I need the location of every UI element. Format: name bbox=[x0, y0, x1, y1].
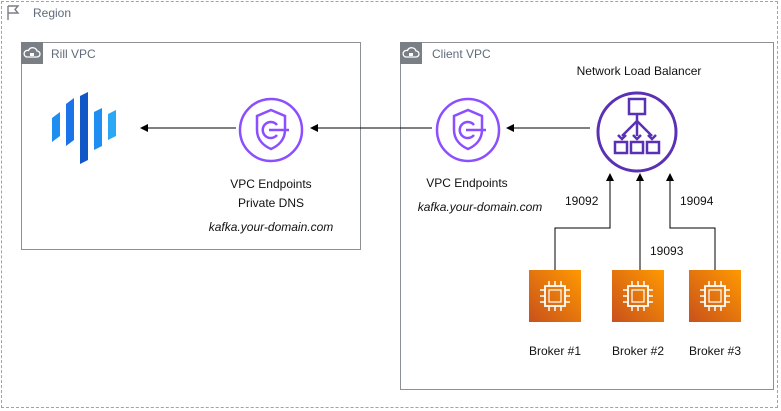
client-endpoint-label: VPC Endpoints bbox=[426, 176, 508, 190]
rill-vpc-label: Rill VPC bbox=[51, 47, 96, 61]
cloud-lock-icon bbox=[400, 42, 422, 64]
cloud-lock-icon bbox=[21, 42, 43, 64]
arrow-broker3-to-nlb bbox=[666, 173, 716, 270]
port-19094-label: 19094 bbox=[680, 194, 714, 208]
vpc-endpoint-icon bbox=[434, 96, 502, 164]
arrow-broker1-to-nlb bbox=[554, 173, 614, 270]
rill-vpc-container bbox=[21, 42, 361, 250]
client-vpc-label: Client VPC bbox=[432, 47, 491, 61]
rill-logo bbox=[50, 92, 120, 164]
network-load-balancer-icon bbox=[594, 91, 680, 173]
rill-endpoint-domain: kafka.your-domain.com bbox=[208, 220, 334, 234]
broker-3-label: Broker #3 bbox=[688, 344, 742, 358]
region-label: Region bbox=[33, 6, 72, 20]
client-endpoint-domain: kafka.your-domain.com bbox=[417, 200, 543, 214]
nlb-label: Network Load Balancer bbox=[576, 64, 702, 78]
flag-icon bbox=[2, 2, 24, 24]
rill-endpoint-dns-label: Private DNS bbox=[237, 196, 305, 210]
vpc-endpoint-icon bbox=[237, 96, 305, 164]
ec2-instance-icon bbox=[529, 270, 581, 322]
ec2-instance-icon bbox=[689, 270, 741, 322]
rill-endpoint-label: VPC Endpoints bbox=[230, 177, 312, 191]
port-19092-label: 19092 bbox=[565, 194, 599, 208]
ec2-instance-icon bbox=[612, 270, 664, 322]
broker-1-label: Broker #1 bbox=[528, 344, 582, 358]
port-19093-label: 19093 bbox=[650, 244, 684, 258]
broker-2-label: Broker #2 bbox=[611, 344, 665, 358]
